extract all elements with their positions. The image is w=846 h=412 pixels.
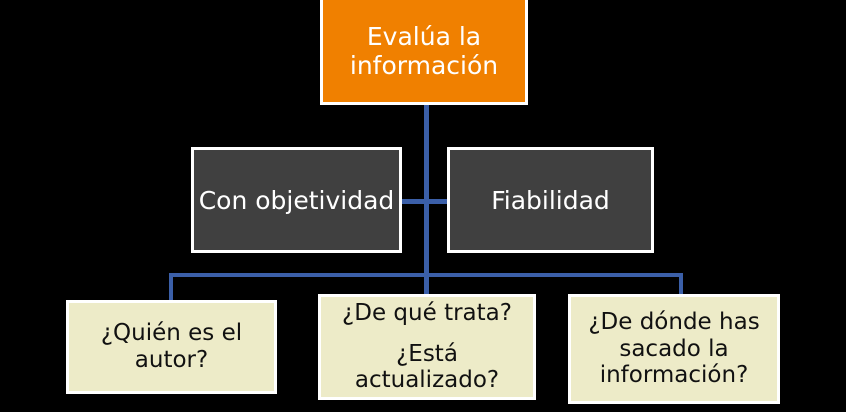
connector-leaf-drop-left xyxy=(169,273,173,301)
node-line: Con objetividad xyxy=(198,185,395,215)
node-line: información? xyxy=(599,362,749,389)
connector-leaf-bus xyxy=(169,273,683,277)
node-line: sacado la xyxy=(619,335,729,362)
node-fiabilidad[interactable]: Fiabilidad xyxy=(447,147,654,253)
node-line: Evalúa la xyxy=(366,22,482,51)
node-line: autor? xyxy=(134,347,209,373)
node-line: ¿De qué trata? xyxy=(342,299,512,326)
node-line: ¿De dónde has xyxy=(588,308,760,335)
node-line: actualizado? xyxy=(354,367,500,394)
connector-middle-crossbar xyxy=(399,199,450,204)
connector-leaf-drop-right xyxy=(679,273,683,301)
node-de-que-trata-esta-actualizado[interactable]: ¿De qué trata? ¿Está actualizado? xyxy=(318,294,536,400)
node-con-objetividad[interactable]: Con objetividad xyxy=(191,147,402,253)
node-quien-es-el-autor[interactable]: ¿Quién es el autor? xyxy=(66,300,277,394)
node-de-donde-has-sacado-la-informacion[interactable]: ¿De dónde has sacado la información? xyxy=(568,294,780,404)
node-line: Fiabilidad xyxy=(491,185,610,215)
node-evalua-la-informacion[interactable]: Evalúa la información xyxy=(320,0,528,105)
node-line: ¿Está xyxy=(396,340,458,367)
node-line: información xyxy=(349,51,499,80)
node-line: ¿Quién es el xyxy=(100,320,243,347)
